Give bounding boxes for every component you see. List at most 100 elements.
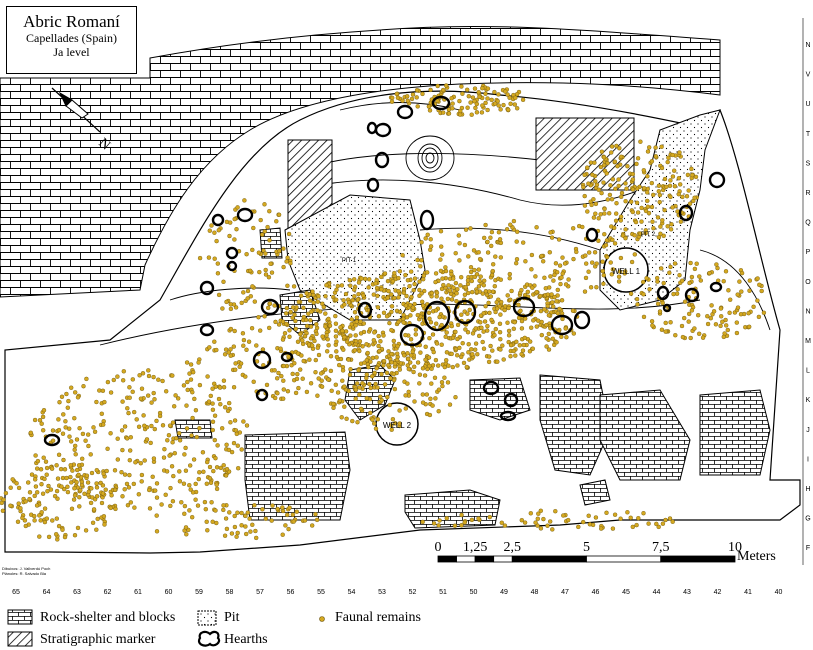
faunal-remain xyxy=(391,371,396,377)
faunal-remain xyxy=(493,254,498,259)
faunal-remain xyxy=(205,528,210,533)
faunal-remain xyxy=(480,85,485,91)
faunal-remain xyxy=(481,283,486,288)
faunal-remain xyxy=(293,318,298,324)
faunal-remain xyxy=(492,89,497,95)
faunal-remain xyxy=(670,152,675,158)
faunal-remain xyxy=(86,489,92,494)
faunal-remain xyxy=(269,518,274,523)
faunal-remain xyxy=(436,523,441,528)
faunal-remain xyxy=(623,181,628,186)
faunal-remain xyxy=(477,256,483,262)
faunal-remain xyxy=(412,364,417,369)
faunal-remain xyxy=(635,302,640,307)
faunal-remain xyxy=(485,323,490,329)
faunal-remain xyxy=(607,211,612,216)
faunal-remain xyxy=(94,468,100,473)
faunal-remain xyxy=(72,447,77,452)
faunal-remain xyxy=(612,225,617,231)
faunal-remain xyxy=(227,510,232,515)
faunal-remain xyxy=(204,459,210,465)
faunal-remain xyxy=(367,381,372,387)
faunal-remain xyxy=(23,499,28,504)
faunal-remain xyxy=(361,293,366,298)
faunal-remain xyxy=(559,298,565,303)
faunal-remain xyxy=(428,244,434,249)
faunal-remain xyxy=(590,172,595,178)
faunal-remain xyxy=(645,149,651,154)
faunal-remain xyxy=(554,340,559,345)
faunal-remain xyxy=(146,487,152,493)
faunal-remain xyxy=(409,269,414,274)
faunal-remain xyxy=(353,396,358,401)
faunal-remain xyxy=(403,303,409,308)
faunal-remain xyxy=(214,482,219,487)
faunal-remain xyxy=(379,398,384,403)
faunal-remain xyxy=(444,516,449,521)
legend-stratigraphic-symbol xyxy=(7,631,33,647)
legend-rockshelter-label: Rock-shelter and blocks xyxy=(40,610,176,625)
faunal-remain xyxy=(403,272,408,278)
faunal-remain xyxy=(346,300,352,305)
faunal-remain xyxy=(74,480,79,485)
faunal-remain xyxy=(677,273,682,278)
faunal-remain xyxy=(331,405,336,410)
faunal-remain xyxy=(422,373,428,378)
faunal-remain xyxy=(207,345,212,350)
faunal-remain xyxy=(48,487,54,492)
faunal-remain xyxy=(478,274,483,279)
faunal-remain xyxy=(641,292,646,297)
faunal-remain xyxy=(241,419,246,424)
faunal-remain xyxy=(358,406,364,412)
faunal-remain xyxy=(251,379,256,384)
faunal-remain xyxy=(307,357,312,362)
faunal-remain xyxy=(243,513,248,519)
faunal-remain xyxy=(505,320,510,325)
faunal-remain xyxy=(357,339,363,344)
faunal-remain xyxy=(445,296,451,302)
faunal-remain xyxy=(154,481,160,486)
faunal-remain xyxy=(389,327,394,333)
faunal-remain xyxy=(645,190,650,195)
faunal-remain xyxy=(68,463,73,468)
faunal-remain xyxy=(420,366,426,371)
faunal-remain xyxy=(697,331,702,336)
faunal-remain xyxy=(387,320,392,326)
faunal-remain xyxy=(226,350,232,355)
faunal-remain xyxy=(240,331,246,336)
faunal-remain xyxy=(252,299,258,304)
faunal-remain xyxy=(79,482,85,488)
faunal-remain xyxy=(187,483,192,488)
faunal-remain xyxy=(582,193,587,199)
faunal-remain xyxy=(485,96,490,101)
faunal-remain xyxy=(221,279,226,284)
faunal-remain xyxy=(281,387,286,392)
faunal-remain xyxy=(133,460,138,465)
faunal-remain xyxy=(676,191,681,197)
grid-y-label: U xyxy=(805,101,810,108)
faunal-remain xyxy=(374,355,379,360)
faunal-remain xyxy=(28,430,33,435)
faunal-remain xyxy=(644,276,649,281)
faunal-remain xyxy=(385,295,390,300)
faunal-remain xyxy=(539,332,544,338)
faunal-remain xyxy=(144,437,150,442)
faunal-remain xyxy=(471,248,477,253)
faunal-remain xyxy=(423,236,428,241)
faunal-remain xyxy=(179,500,184,505)
faunal-remain xyxy=(256,315,261,320)
faunal-remain xyxy=(337,362,342,368)
faunal-remain xyxy=(94,399,99,405)
faunal-remain xyxy=(334,349,339,354)
faunal-remain xyxy=(671,291,676,297)
faunal-remain xyxy=(458,112,463,117)
faunal-remain xyxy=(181,481,187,486)
faunal-remain xyxy=(279,373,284,379)
faunal-remain xyxy=(188,487,193,492)
faunal-remain xyxy=(334,297,339,302)
faunal-remain xyxy=(693,174,699,180)
faunal-remain xyxy=(635,156,641,161)
faunal-remain xyxy=(592,250,598,255)
faunal-remain xyxy=(668,178,673,183)
faunal-remain xyxy=(470,352,475,357)
